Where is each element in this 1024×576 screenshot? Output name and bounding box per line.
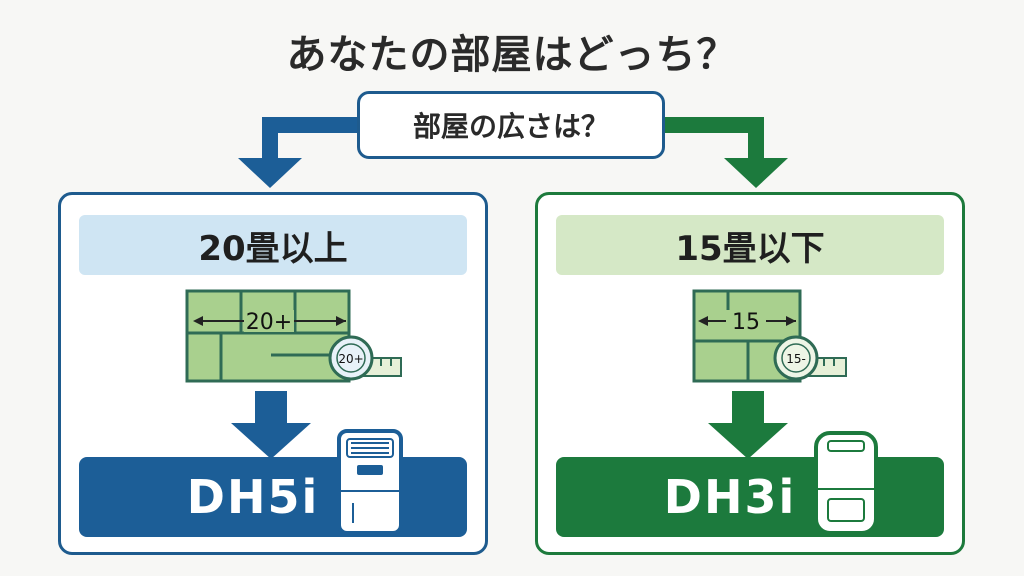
room-size-question: 部屋の広さは？ <box>357 91 665 159</box>
model-name: DH3i <box>663 470 797 524</box>
page-title: あなたの部屋はどっち？ <box>286 32 738 78</box>
size-label-20-plus: 20畳以上 <box>79 215 467 275</box>
tape-measure-icon: 15- <box>773 335 847 381</box>
tape-label: 15- <box>786 352 806 366</box>
model-dh3i-badge: DH3i <box>556 457 944 537</box>
left-branch-arrow-icon <box>238 117 357 188</box>
floor-plan-illustration: 15 15- <box>692 289 847 383</box>
tape-measure-icon: 20+ <box>328 335 402 381</box>
small-room-panel: 15畳以下 15 15- DH3i <box>535 192 965 555</box>
size-label-15-minus: 15畳以下 <box>556 215 944 275</box>
down-arrow-icon <box>708 391 788 459</box>
dehumidifier-icon <box>814 431 878 535</box>
floor-plan-icon: 20+ <box>185 289 351 383</box>
floor-plan-illustration: 20+ 20+ <box>185 289 402 383</box>
tape-label: 20+ <box>338 352 363 366</box>
model-name: DH5i <box>186 470 320 524</box>
down-arrow-icon <box>231 391 311 459</box>
large-room-panel: 20畳以上 20+ 20+ DH5 <box>58 192 488 555</box>
plan-measure-label: 15 <box>732 310 760 335</box>
plan-measure-label: 20+ <box>246 310 292 335</box>
right-branch-arrow-icon <box>665 117 788 188</box>
dehumidifier-icon <box>337 429 403 535</box>
